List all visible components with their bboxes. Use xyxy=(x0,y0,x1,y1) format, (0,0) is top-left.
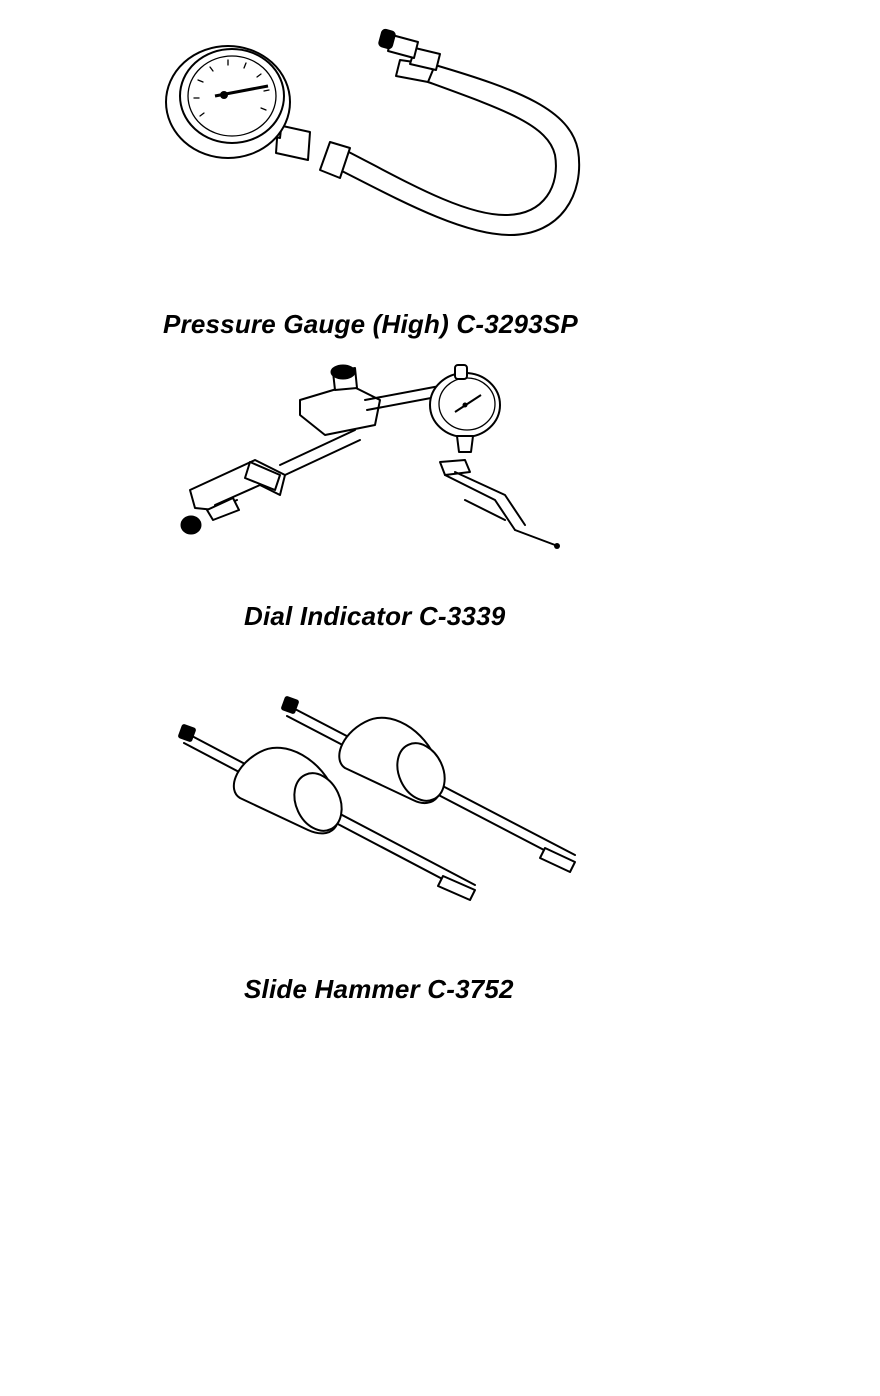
pressure-gauge-icon xyxy=(165,28,581,236)
tool-caption: Pressure Gauge (High) C-3293SP xyxy=(163,309,578,339)
slide-hammer-figure xyxy=(175,690,595,910)
pressure-gauge-figure xyxy=(160,20,600,250)
tool-caption: Slide Hammer C-3752 xyxy=(244,974,514,1004)
tool-caption: Dial Indicator C-3339 xyxy=(244,601,506,631)
slide-hammer-icon xyxy=(178,696,576,901)
dial-indicator-icon xyxy=(180,364,560,549)
dial-indicator-figure xyxy=(175,360,595,580)
